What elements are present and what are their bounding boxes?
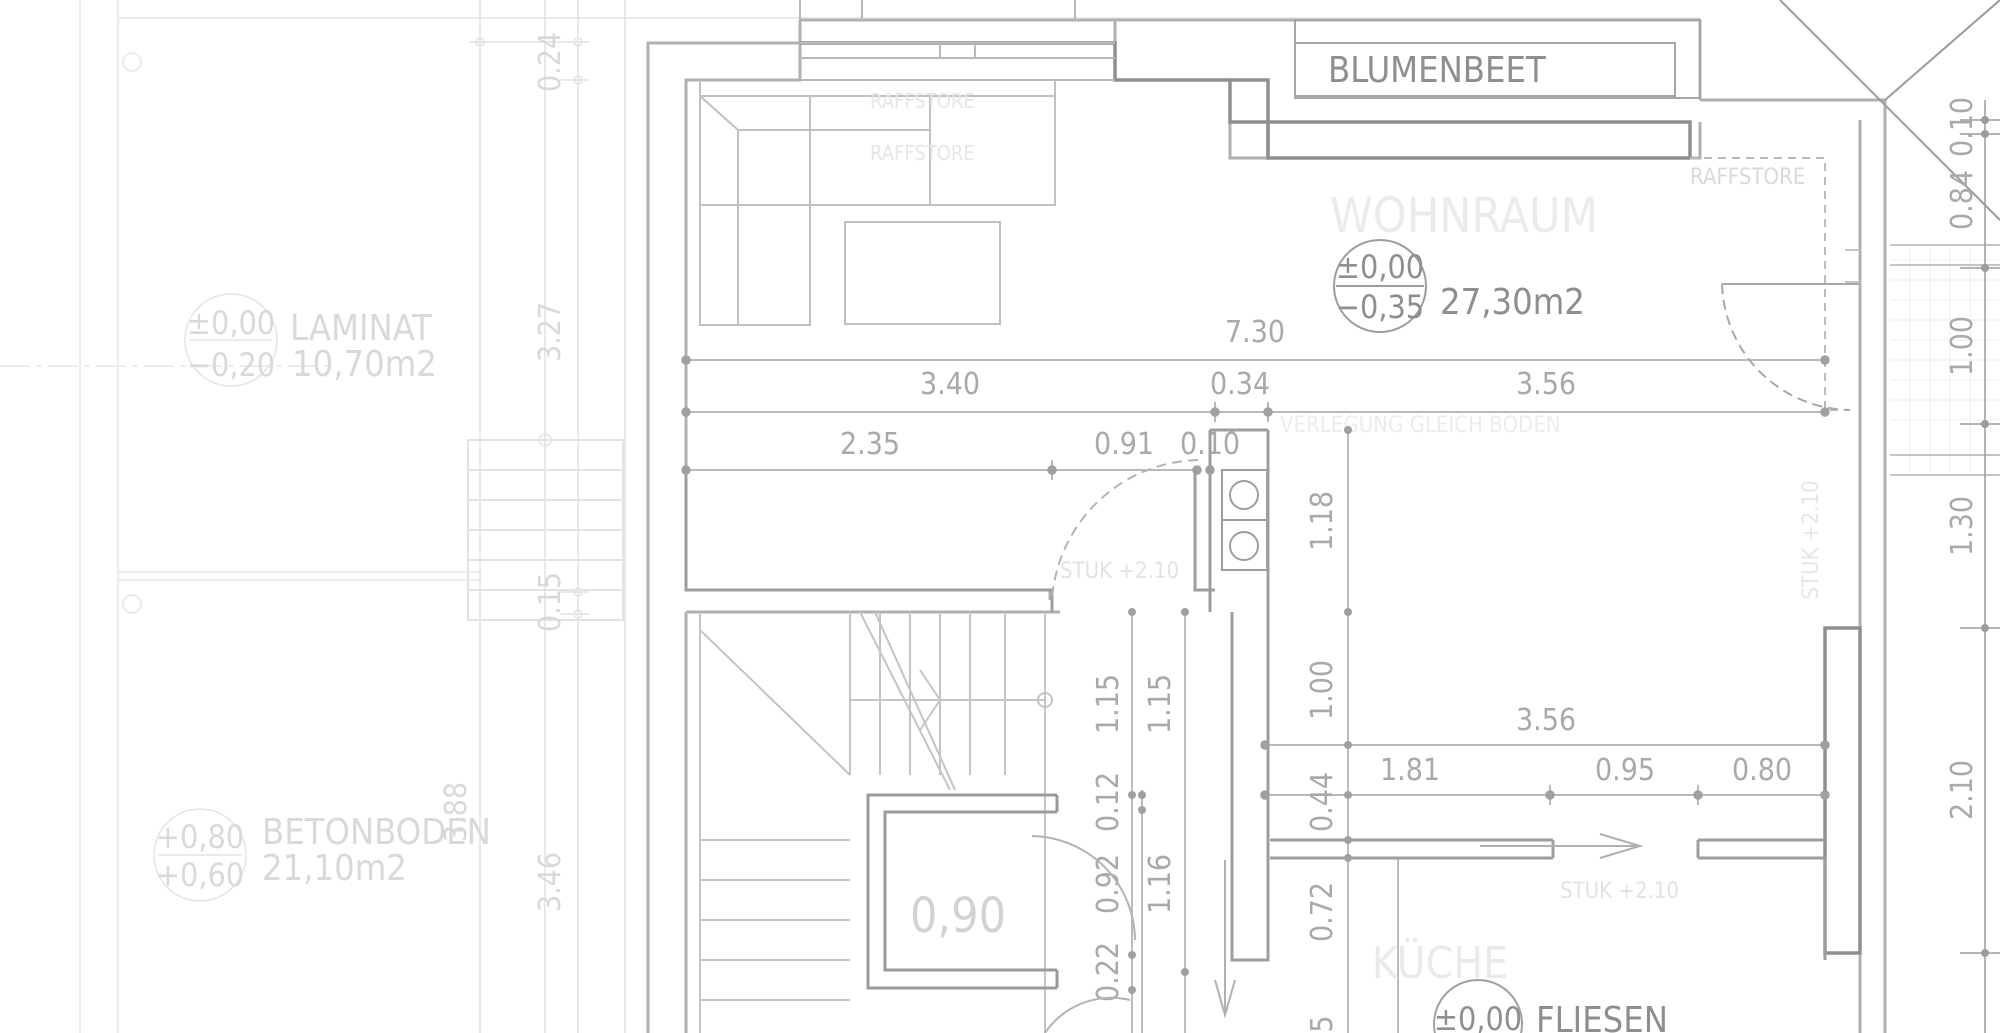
dim-v-015: 0.15 — [533, 572, 568, 632]
dim-v-115-b: 1.15 — [1143, 674, 1178, 734]
right-window-frame — [1845, 244, 2000, 476]
dimension-lines-vertical — [1131, 430, 1399, 1033]
level-wohnraum-bottom: −0,35 — [1336, 288, 1424, 326]
dim-r-010: 0.10 — [1945, 97, 1980, 157]
raffstore-dashed — [1690, 157, 1845, 411]
dim-235: 2.35 — [840, 427, 900, 462]
dim-v-072: 0.72 — [1305, 882, 1340, 942]
stuk-label-3: STUK +2.10 — [1799, 480, 1824, 599]
level-symbol-wohnraum — [1333, 239, 1427, 333]
dim-181: 1.81 — [1380, 753, 1440, 788]
stair-landing — [866, 793, 1059, 990]
dim-356-top: 3.56 — [1516, 367, 1576, 402]
level-betonboden-top: +0,80 — [156, 818, 244, 856]
blumenbeet-box — [1294, 19, 1701, 99]
faint-left-structure — [0, 0, 1700, 1033]
ghost-text-1: RAFFSTORE — [870, 89, 975, 113]
door-swing-right — [1721, 283, 1860, 411]
dim-r-100: 1.00 — [1945, 316, 1980, 376]
betonboden-material: BETONBODEN — [262, 812, 491, 853]
dim-r-084: 0.84 — [1945, 170, 1980, 230]
dim-v-346: 3.46 — [533, 852, 568, 912]
dim-v-092: 0.92 — [1091, 854, 1126, 914]
dim-080: 0.80 — [1732, 753, 1792, 788]
stair-landing-value: 0,90 — [910, 888, 1006, 944]
wohnraum-area: 27,30m2 — [1440, 282, 1585, 323]
dim-095: 0.95 — [1595, 753, 1655, 788]
diagonal-lines — [1779, 0, 2000, 221]
staircase — [699, 611, 1053, 1033]
level-betonboden-bottom: +0,60 — [156, 856, 244, 894]
stuk-label-1: STUK +2.10 — [1060, 559, 1179, 584]
arrow-right — [1480, 833, 1644, 859]
blumenbeet-label: BLUMENBEET — [1328, 50, 1546, 91]
faint-grid-right — [1890, 250, 2000, 470]
vertical-ticks — [1128, 426, 1352, 994]
ghost-floor-label: VERLEGUNG GLEICH BODEN — [1280, 413, 1561, 438]
raffstore-label: RAFFSTORE — [1690, 165, 1805, 190]
laminat-material: LAMINAT — [290, 308, 432, 349]
dim-v-5: 5 — [1305, 1015, 1340, 1032]
dim-v-012: 0.12 — [1091, 772, 1126, 832]
window-top — [799, 0, 1115, 81]
faint-left-room-symbols — [153, 293, 278, 902]
dim-v-100: 1.00 — [1305, 660, 1340, 720]
level-kueche-top: ±0,00 — [1434, 1000, 1522, 1033]
dim-034: 0.34 — [1210, 367, 1270, 402]
wohnraum-name: WOHNRAUM — [1330, 188, 1598, 244]
dim-730: 7.30 — [1225, 315, 1285, 350]
dim-v-118: 1.18 — [1305, 491, 1340, 551]
dim-v-115-a: 1.15 — [1091, 674, 1126, 734]
level-laminat-top: ±0,00 — [187, 304, 275, 342]
dimension-ticks — [681, 355, 1830, 805]
level-symbol-kueche — [1433, 979, 1523, 1033]
level-laminat-bottom: −0,20 — [187, 346, 275, 384]
sofa — [699, 80, 1056, 326]
chimney — [1221, 469, 1268, 571]
dim-v-024: 0.24 — [533, 32, 568, 92]
dimension-chain-right — [1960, 100, 2000, 1033]
dim-091: 0.91 — [1094, 427, 1154, 462]
dimension-chain-right-ticks — [1981, 116, 1989, 957]
dim-v-022: 0.22 — [1091, 942, 1126, 1002]
dim-v-116: 1.16 — [1143, 854, 1178, 914]
door-swing-stair — [1031, 835, 1136, 1033]
dim-v-327: 3.27 — [533, 302, 568, 362]
ghost-text-2: RAFFSTORE — [870, 141, 975, 165]
kueche-material: FLIESEN — [1536, 1000, 1668, 1033]
interior-walls — [684, 428, 1827, 962]
dim-340: 3.40 — [920, 367, 980, 402]
dim-r-210: 2.10 — [1945, 760, 1980, 820]
betonboden-area: 21,10m2 — [262, 848, 407, 889]
dim-356-mid: 3.56 — [1516, 703, 1576, 738]
sofa-ghost-text: RAFFSTORE RAFFSTORE — [870, 89, 975, 165]
arrow-down — [1214, 860, 1236, 1019]
dim-r-130: 1.30 — [1945, 496, 1980, 556]
stuk-label-2: STUK +2.10 — [1560, 879, 1679, 904]
dimension-lines-horizontal — [686, 359, 1825, 796]
dim-v-044: 0.44 — [1305, 772, 1340, 832]
dim-v-388: 3.88 — [439, 782, 474, 842]
faint-left-dimension-lines — [470, 0, 626, 1033]
laminat-area: 10,70m2 — [292, 344, 437, 385]
level-wohnraum-top: ±0,00 — [1336, 248, 1424, 286]
